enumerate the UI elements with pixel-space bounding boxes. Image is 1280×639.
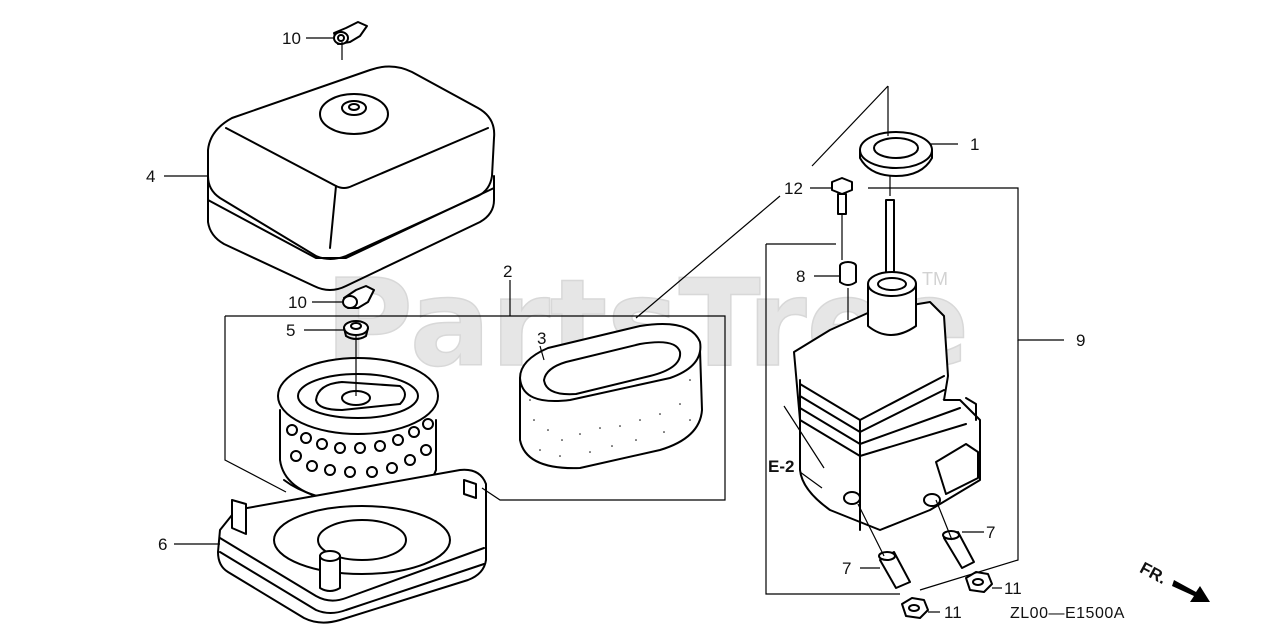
part-12-bolt — [831, 177, 853, 215]
part-3-foam-element — [519, 323, 703, 470]
watermark-tm: TM — [922, 269, 948, 289]
part-6-base — [217, 468, 487, 624]
callout-7-left: 7 — [842, 559, 851, 578]
callout-7-right: 7 — [986, 523, 995, 542]
callout-2: 2 — [503, 262, 512, 281]
callout-8: 8 — [796, 267, 805, 286]
callout-6: 6 — [158, 535, 167, 554]
callout-5: 5 — [286, 321, 295, 340]
part-7-dowel-b — [878, 551, 911, 589]
diagram-code: ZL00—E1500A — [1010, 605, 1125, 622]
part-9-air-guide — [793, 199, 981, 531]
reference-e2: E-2 — [768, 457, 794, 476]
part-11-nut-b — [901, 597, 929, 619]
part-11-nut-a — [965, 571, 993, 593]
front-label: FR. — [1137, 558, 1170, 588]
callout-10-lower: 10 — [288, 293, 307, 312]
callout-3: 3 — [537, 329, 546, 348]
part-8-collar — [839, 261, 857, 286]
callout-12: 12 — [784, 179, 803, 198]
part-7-dowel-a — [942, 530, 975, 569]
callout-labels: 10 4 10 5 2 3 6 1 12 8 9 7 7 11 11 E-2 F… — [146, 29, 1170, 622]
callout-11-bottom: 11 — [944, 603, 962, 622]
front-direction-arrow — [1172, 580, 1210, 602]
callout-1: 1 — [970, 135, 979, 154]
part-4-cover — [207, 65, 496, 291]
callout-4: 4 — [146, 167, 155, 186]
callout-10-top: 10 — [282, 29, 301, 48]
part-10-wing-nut-top — [333, 21, 368, 45]
callout-11-right: 11 — [1004, 579, 1022, 598]
leader-lines — [164, 37, 1064, 613]
part-1-seal — [859, 131, 933, 177]
callout-9: 9 — [1076, 331, 1085, 350]
